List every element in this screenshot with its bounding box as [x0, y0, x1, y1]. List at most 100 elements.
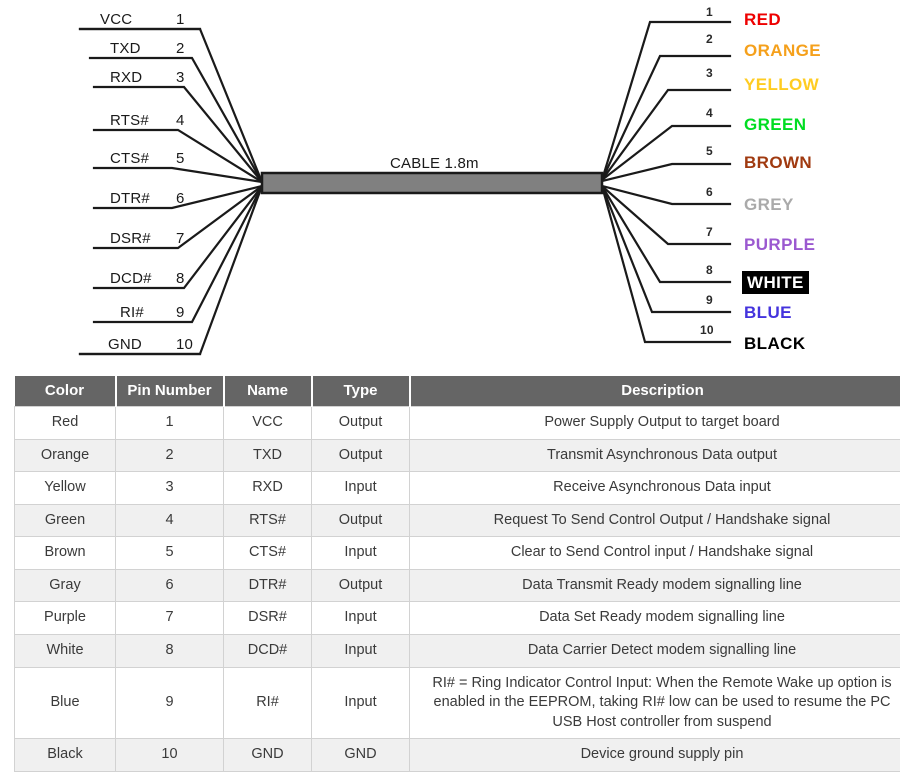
right-pin-number-5: 5 — [706, 145, 713, 157]
cell-type: Output — [312, 439, 410, 472]
cell-name: GND — [224, 739, 312, 772]
left-pin-number-10: 10 — [176, 337, 193, 352]
left-pin-number-1: 1 — [176, 12, 185, 27]
left-signal-label-2: TXD — [110, 41, 141, 56]
cell-description: Data Set Ready modem signalling line — [410, 602, 900, 635]
left-pin-number-8: 8 — [176, 271, 185, 286]
left-signal-label-4: RTS# — [110, 113, 149, 128]
wire-color-label-purple: PURPLE — [744, 236, 815, 253]
cell-type: Input — [312, 537, 410, 570]
cell-color: Green — [15, 504, 116, 537]
cell-description: RI# = Ring Indicator Control Input: When… — [410, 667, 900, 739]
right-pin-number-9: 9 — [706, 294, 713, 306]
cell-pin-number: 4 — [116, 504, 224, 537]
cell-description: Power Supply Output to target board — [410, 407, 900, 440]
left-pin-number-2: 2 — [176, 41, 185, 56]
left-pin-number-7: 7 — [176, 231, 185, 246]
left-wire-10 — [80, 186, 262, 354]
cell-pin-number: 6 — [116, 569, 224, 602]
column-header-type: Type — [312, 376, 410, 407]
left-signal-label-3: RXD — [110, 70, 142, 85]
left-signal-label-10: GND — [108, 337, 142, 352]
cell-pin-number: 9 — [116, 667, 224, 739]
cell-color: White — [15, 634, 116, 667]
right-pin-number-3: 3 — [706, 67, 713, 79]
cell-color: Orange — [15, 439, 116, 472]
left-signal-label-7: DSR# — [110, 231, 151, 246]
right-pin-number-7: 7 — [706, 226, 713, 238]
left-signal-label-1: VCC — [100, 12, 132, 27]
left-pin-number-5: 5 — [176, 151, 185, 166]
left-wire-group — [80, 29, 262, 354]
left-signal-label-8: DCD# — [110, 271, 152, 286]
cell-pin-number: 1 — [116, 407, 224, 440]
cable-body — [262, 173, 602, 193]
cable-pinout-diagram: CABLE 1.8m VCC TXD RXD RTS# CTS# DTR# DS… — [0, 0, 900, 372]
cell-pin-number: 3 — [116, 472, 224, 505]
left-pin-number-9: 9 — [176, 305, 185, 320]
pinout-table-head: Color Pin Number Name Type Description — [15, 376, 900, 407]
cell-name: TXD — [224, 439, 312, 472]
cell-color: Red — [15, 407, 116, 440]
right-pin-number-2: 2 — [706, 33, 713, 45]
pinout-table-container: Color Pin Number Name Type Description R… — [14, 376, 886, 772]
cell-type: GND — [312, 739, 410, 772]
cell-color: Yellow — [15, 472, 116, 505]
cable-length-caption: CABLE 1.8m — [390, 155, 479, 172]
cell-name: DCD# — [224, 634, 312, 667]
cell-pin-number: 5 — [116, 537, 224, 570]
cell-color: Blue — [15, 667, 116, 739]
cell-name: CTS# — [224, 537, 312, 570]
left-wire-5 — [94, 168, 262, 182]
cell-description: Device ground supply pin — [410, 739, 900, 772]
cell-color: Brown — [15, 537, 116, 570]
cell-pin-number: 2 — [116, 439, 224, 472]
pinout-table: Color Pin Number Name Type Description R… — [14, 376, 900, 772]
column-header-description: Description — [410, 376, 900, 407]
cell-type: Output — [312, 504, 410, 537]
cell-name: DTR# — [224, 569, 312, 602]
cell-description: Transmit Asynchronous Data output — [410, 439, 900, 472]
column-header-name: Name — [224, 376, 312, 407]
wire-color-label-red: RED — [744, 11, 781, 28]
left-pin-number-4: 4 — [176, 113, 185, 128]
cell-color: Purple — [15, 602, 116, 635]
right-pin-number-4: 4 — [706, 107, 713, 119]
column-header-pin-number: Pin Number — [116, 376, 224, 407]
wire-color-label-yellow: YELLOW — [744, 76, 819, 93]
left-signal-label-5: CTS# — [110, 151, 149, 166]
column-header-color: Color — [15, 376, 116, 407]
right-pin-number-1: 1 — [706, 6, 713, 18]
left-signal-label-6: DTR# — [110, 191, 150, 206]
cell-name: RXD — [224, 472, 312, 505]
wire-color-label-brown: BROWN — [744, 154, 812, 171]
wire-color-label-grey: GREY — [744, 196, 794, 213]
table-header-row: Color Pin Number Name Type Description — [15, 376, 900, 407]
cell-type: Input — [312, 602, 410, 635]
cell-description: Request To Send Control Output / Handsha… — [410, 504, 900, 537]
cell-description: Receive Asynchronous Data input — [410, 472, 900, 505]
cell-color: Gray — [15, 569, 116, 602]
wire-color-label-black: BLACK — [744, 335, 806, 352]
right-pin-number-6: 6 — [706, 186, 713, 198]
cell-type: Input — [312, 634, 410, 667]
cell-pin-number: 7 — [116, 602, 224, 635]
wire-color-label-blue: BLUE — [744, 304, 792, 321]
left-pin-number-3: 3 — [176, 70, 185, 85]
right-pin-number-8: 8 — [706, 264, 713, 276]
cell-type: Input — [312, 667, 410, 739]
cell-description: Clear to Send Control input / Handshake … — [410, 537, 900, 570]
cell-pin-number: 10 — [116, 739, 224, 772]
cell-type: Output — [312, 569, 410, 602]
right-pin-number-10: 10 — [700, 324, 714, 336]
left-signal-label-9: RI# — [120, 305, 144, 320]
